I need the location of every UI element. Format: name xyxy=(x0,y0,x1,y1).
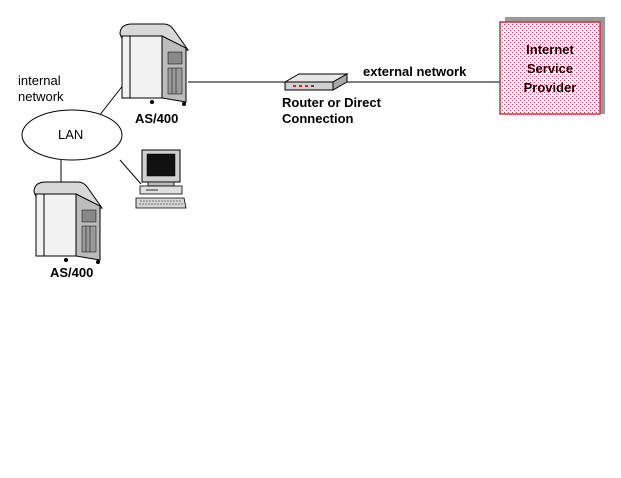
isp-label-line2: Service xyxy=(526,61,574,76)
as400-server-icon xyxy=(33,181,103,264)
lan-to-workstation-line xyxy=(119,159,142,185)
isp-label: Internet Service Provider xyxy=(500,40,600,97)
isp-box-face xyxy=(499,21,601,115)
router-label-line2: Connection xyxy=(282,111,354,126)
internal-network-label-line1: internal xyxy=(18,73,61,88)
isp-label-line3: Provider xyxy=(523,80,577,95)
router-icon xyxy=(283,73,349,91)
desktop-computer-icon xyxy=(135,149,187,209)
lan-ellipse xyxy=(21,109,123,161)
internal-network-label-line2: network xyxy=(18,89,64,104)
router-label: Router or Direct Connection xyxy=(282,95,381,127)
isp-label-line1: Internet xyxy=(526,42,574,57)
as400-server-icon xyxy=(119,23,189,106)
external-network-label: external network xyxy=(363,64,467,79)
isp-box xyxy=(499,17,605,115)
as400-top-label: AS/400 xyxy=(135,111,179,126)
lan-to-top-server-line xyxy=(98,83,125,117)
internal-network-label: internal network xyxy=(18,73,64,105)
as400-bottom-label: AS/400 xyxy=(50,265,94,280)
lan-label: LAN xyxy=(58,127,84,142)
connection-lines xyxy=(60,81,500,185)
router-label-line1: Router or Direct xyxy=(282,95,381,110)
